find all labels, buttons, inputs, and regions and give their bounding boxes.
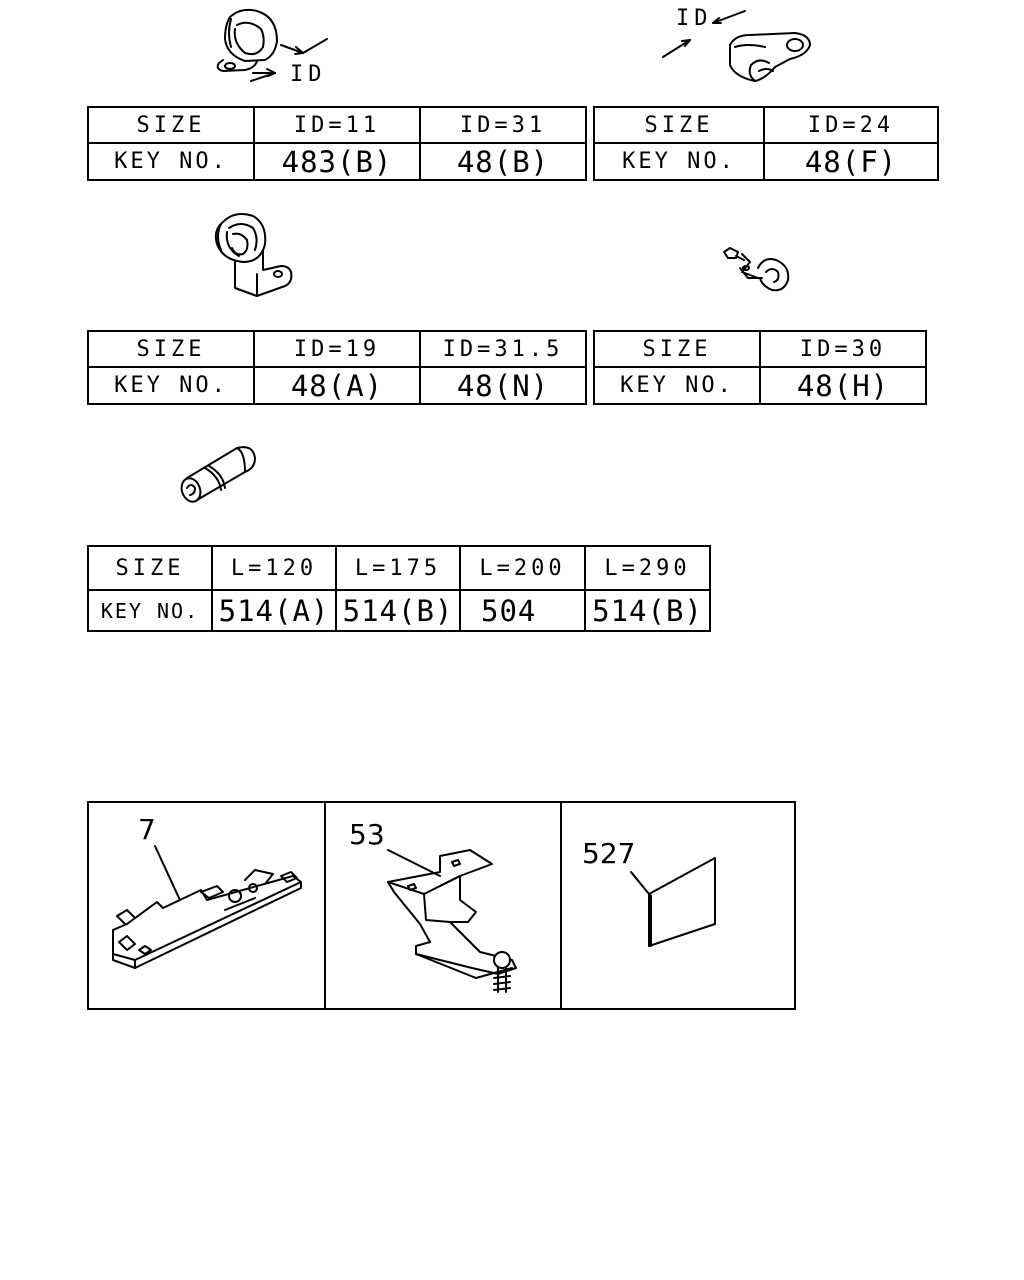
key-no-cell: 48(H) [759, 366, 927, 405]
key-no-header: KEY NO. [87, 589, 213, 632]
size-header: SIZE [593, 106, 765, 144]
size-cell: L=200 [459, 545, 586, 591]
size-cell: ID=24 [763, 106, 939, 144]
clamp-c-illustration [205, 210, 305, 302]
callout-527: 527 [582, 837, 636, 870]
size-header: SIZE [87, 106, 255, 144]
clamp-d-illustration [718, 238, 798, 298]
clamp-b-illustration [655, 5, 820, 90]
size-cell: ID=31 [419, 106, 587, 144]
size-cell: L=290 [584, 545, 711, 591]
clamp-b-id-label: ID [676, 6, 713, 31]
panel-divider [324, 803, 326, 1008]
callout-53: 53 [349, 818, 385, 851]
key-no-cell: 514(A) [211, 589, 337, 632]
size-cell: L=175 [335, 545, 461, 591]
clamp-table-d: SIZE ID=30 KEY NO. 48(H) [593, 330, 927, 405]
key-no-header: KEY NO. [87, 142, 255, 181]
key-no-cell: 48(A) [253, 366, 421, 405]
size-header: SIZE [87, 545, 213, 591]
key-no-cell: 48(F) [763, 142, 939, 181]
key-no-cell: 48(B) [419, 142, 587, 181]
pad-illustration [625, 866, 725, 951]
key-no-cell: 504 [459, 589, 586, 632]
size-cell: ID=31.5 [419, 330, 587, 368]
key-no-header: KEY NO. [593, 142, 765, 181]
size-header: SIZE [87, 330, 255, 368]
tube-illustration [175, 440, 265, 512]
size-cell: ID=19 [253, 330, 421, 368]
size-cell: L=120 [211, 545, 337, 591]
clamp-table-a: SIZE ID=11 ID=31 KEY NO. 483(B) 48(B) [87, 106, 587, 181]
key-no-cell: 483(B) [253, 142, 421, 181]
clamp-a-illustration [205, 5, 335, 100]
size-cell: ID=11 [253, 106, 421, 144]
panel-divider [560, 803, 562, 1008]
clamp-table-c: SIZE ID=19 ID=31.5 KEY NO. 48(A) 48(N) [87, 330, 587, 405]
clamp-table-b: SIZE ID=24 KEY NO. 48(F) [593, 106, 939, 181]
size-header: SIZE [593, 330, 761, 368]
bracket-with-bolt-illustration [380, 842, 540, 1002]
key-no-cell: 48(N) [419, 366, 587, 405]
size-cell: ID=30 [759, 330, 927, 368]
key-no-header: KEY NO. [593, 366, 761, 405]
tube-table: SIZE L=120 L=175 L=200 L=290 KEY NO. 514… [87, 545, 711, 632]
key-no-cell: 514(B) [584, 589, 711, 632]
callout-7: 7 [138, 813, 156, 846]
stay-bracket-illustration [105, 840, 310, 990]
key-no-header: KEY NO. [87, 366, 255, 405]
key-no-cell: 514(B) [335, 589, 461, 632]
clamp-a-id-label: ID [290, 62, 327, 87]
parts-panel [87, 801, 796, 1010]
